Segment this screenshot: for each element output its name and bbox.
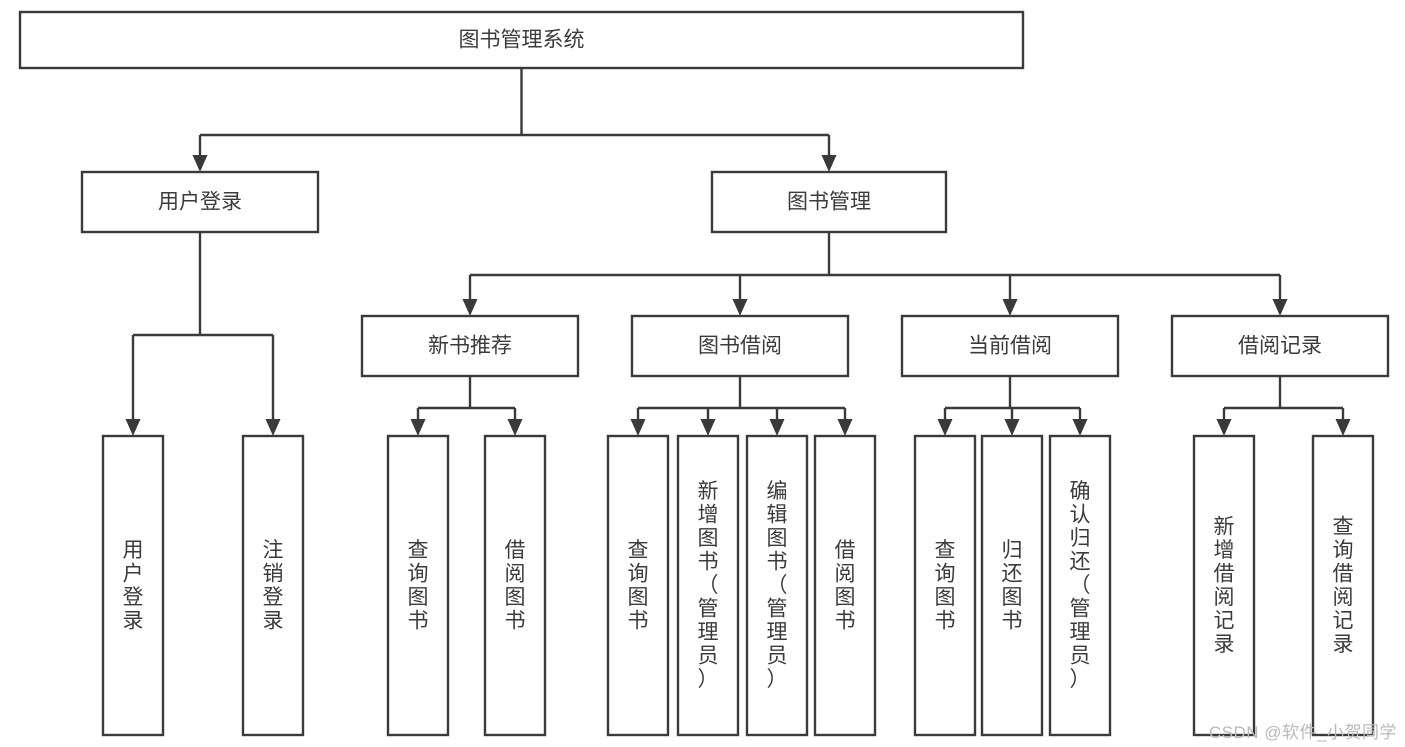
arrow-head-icon bbox=[265, 419, 281, 436]
arrow-head-icon bbox=[1072, 419, 1088, 436]
arrow-head-icon bbox=[837, 419, 853, 436]
node-leaf-query-record[interactable]: 查询借阅记录 bbox=[1311, 434, 1375, 737]
arrow-head-icon bbox=[769, 419, 785, 436]
node-label: 新增图书（管理员） bbox=[698, 480, 719, 691]
node-leaf-borrow-book-rec[interactable]: 借阅图书 bbox=[483, 434, 547, 737]
node-label: 图书管理 bbox=[787, 191, 871, 214]
node-label: 新增借阅记录 bbox=[1214, 515, 1235, 656]
node-label: 借阅图书 bbox=[505, 539, 526, 633]
node-leaf-edit-book[interactable]: 编辑图书（管理员） bbox=[745, 434, 809, 737]
node-label: 查询图书 bbox=[628, 539, 649, 633]
arrow-head-icon bbox=[732, 299, 748, 316]
node-label: 当前借阅 bbox=[968, 335, 1052, 358]
connector-group-borrow-record bbox=[1216, 376, 1351, 436]
node-current-borrow[interactable]: 当前借阅 bbox=[900, 314, 1120, 378]
csdn-watermark: CSDN @软件_小贺同学 bbox=[1208, 723, 1397, 742]
arrow-head-icon bbox=[630, 419, 646, 436]
node-图书管理系统[interactable]: 图书管理系统 bbox=[18, 10, 1025, 70]
node-label: 图书管理系统 bbox=[459, 29, 585, 52]
node-label: 用户登录 bbox=[158, 191, 242, 214]
node-leaf-logout[interactable]: 注销登录 bbox=[241, 434, 305, 737]
arrow-head-icon bbox=[1335, 419, 1351, 436]
connector-group-book-manage bbox=[462, 232, 1288, 316]
node-label: 注销登录 bbox=[263, 539, 284, 633]
node-book-borrow[interactable]: 图书借阅 bbox=[630, 314, 850, 378]
node-label: 查询借阅记录 bbox=[1333, 515, 1354, 656]
node-new-book-rec[interactable]: 新书推荐 bbox=[360, 314, 580, 378]
arrow-head-icon bbox=[1216, 419, 1232, 436]
node-leaf-return-book[interactable]: 归还图书 bbox=[980, 434, 1044, 737]
arrow-head-icon bbox=[821, 155, 837, 172]
arrow-head-icon bbox=[937, 419, 953, 436]
node-label: 图书借阅 bbox=[698, 335, 782, 358]
arrow-head-icon bbox=[700, 419, 716, 436]
node-leaf-user-login[interactable]: 用户登录 bbox=[101, 434, 165, 737]
arrow-head-icon bbox=[507, 419, 523, 436]
node-leaf-confirm-return[interactable]: 确认归还（管理员） bbox=[1048, 434, 1112, 737]
node-book-manage[interactable]: 图书管理 bbox=[710, 170, 948, 234]
node-user-login[interactable]: 用户登录 bbox=[80, 170, 320, 234]
node-leaf-query-book-cur[interactable]: 查询图书 bbox=[913, 434, 977, 737]
connector-group-new-book-rec bbox=[410, 376, 523, 436]
connector-group-book-borrow bbox=[630, 376, 853, 436]
node-label: 用户登录 bbox=[123, 539, 144, 633]
node-borrow-record[interactable]: 借阅记录 bbox=[1170, 314, 1390, 378]
node-leaf-query-book-rec[interactable]: 查询图书 bbox=[386, 434, 450, 737]
arrow-head-icon bbox=[1004, 419, 1020, 436]
node-label: 新书推荐 bbox=[428, 335, 512, 358]
connector-group-current-borrow bbox=[937, 376, 1088, 436]
node-leaf-query-book-borrow[interactable]: 查询图书 bbox=[606, 434, 670, 737]
arrow-head-icon bbox=[1272, 299, 1288, 316]
arrow-head-icon bbox=[192, 155, 208, 172]
node-label: 借阅图书 bbox=[835, 539, 856, 633]
node-label: 归还图书 bbox=[1002, 539, 1023, 633]
node-leaf-add-record[interactable]: 新增借阅记录 bbox=[1192, 434, 1256, 737]
node-leaf-add-book[interactable]: 新增图书（管理员） bbox=[676, 434, 740, 737]
node-leaf-borrow-book[interactable]: 借阅图书 bbox=[813, 434, 877, 737]
node-label: 借阅记录 bbox=[1238, 335, 1322, 358]
connector-group-root bbox=[192, 68, 837, 172]
arrow-head-icon bbox=[462, 299, 478, 316]
node-label: 查询图书 bbox=[935, 539, 956, 633]
node-label: 确认归还（管理员） bbox=[1070, 480, 1091, 691]
connector-group-user-login bbox=[125, 232, 281, 436]
node-layer: 图书管理系统用户登录图书管理新书推荐图书借阅当前借阅借阅记录用户登录注销登录查询… bbox=[18, 10, 1390, 737]
node-label: 查询图书 bbox=[408, 539, 429, 633]
node-label: 编辑图书（管理员） bbox=[767, 480, 788, 691]
arrow-head-icon bbox=[410, 419, 426, 436]
connector-layer bbox=[125, 68, 1351, 436]
arrow-head-icon bbox=[125, 419, 141, 436]
arrow-head-icon bbox=[1002, 299, 1018, 316]
